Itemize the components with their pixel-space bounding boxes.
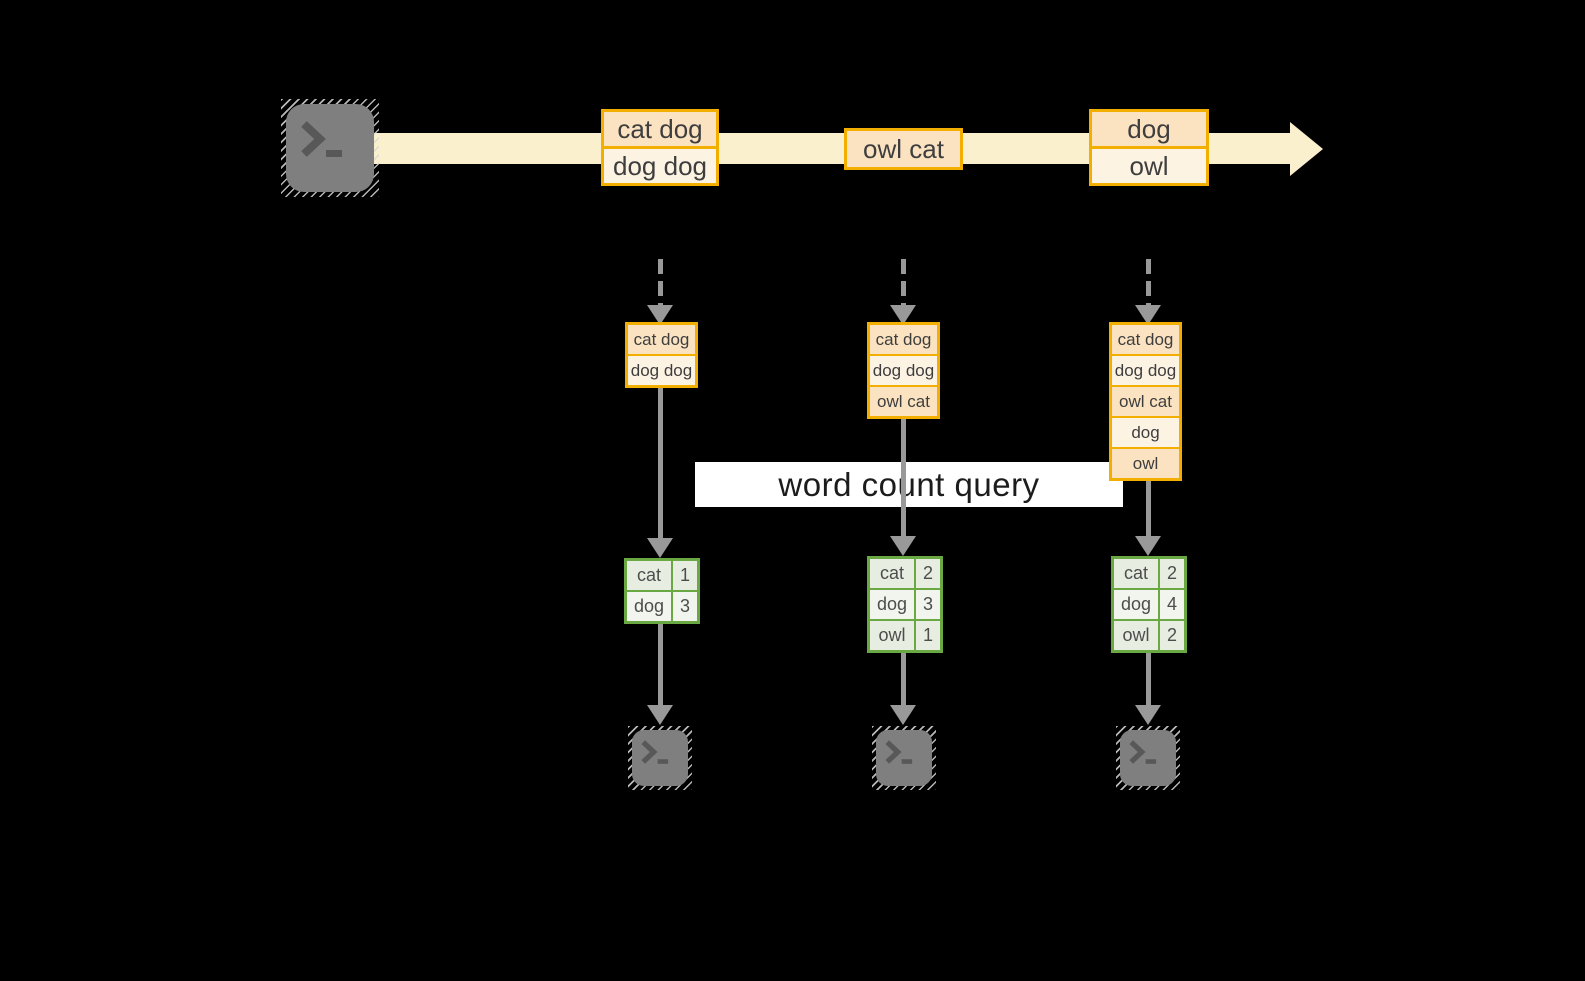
- terminal-screen: [286, 104, 374, 192]
- count-row: cat 2: [870, 559, 940, 588]
- terminal-prompt-icon: [1129, 740, 1157, 764]
- ingest-arrow-line: [658, 259, 663, 305]
- count-word: owl: [1114, 621, 1160, 650]
- query-arrow-line: [901, 419, 906, 536]
- count-value: 1: [922, 625, 933, 645]
- buffer-row: cat dog: [870, 325, 937, 354]
- terminal-prompt-icon: [301, 121, 342, 157]
- count-word: dog: [1114, 590, 1160, 619]
- terminal-screen: [632, 730, 688, 786]
- count-table: cat 1 dog 3: [624, 558, 700, 624]
- count-table: cat 2 dog 3 owl 1: [867, 556, 943, 653]
- ingest-arrowhead-icon: [647, 305, 673, 325]
- count-value: 3: [679, 596, 690, 616]
- count-table: cat 2 dog 4 owl 2: [1111, 556, 1187, 653]
- query-banner: word count query: [695, 462, 1123, 507]
- count-word: cat: [627, 561, 673, 590]
- count-row: dog 3: [870, 588, 940, 619]
- terminal-screen: [876, 730, 932, 786]
- ingest-arrowhead-icon: [890, 305, 916, 325]
- count-row: dog 3: [627, 590, 697, 621]
- event-row: cat dog: [604, 112, 716, 146]
- count-value: 2: [1166, 625, 1177, 645]
- query-arrowhead-icon: [890, 536, 916, 556]
- count-word: cat: [870, 559, 916, 588]
- ingest-arrow-line: [901, 259, 906, 305]
- ingest-arrowhead-icon: [1135, 305, 1161, 325]
- event-box: owl cat: [844, 128, 963, 170]
- event-row: owl cat: [847, 131, 960, 167]
- count-row: cat 1: [627, 561, 697, 590]
- buffer-stack: cat dog dog dog owl cat: [867, 322, 940, 419]
- event-row: owl: [1092, 146, 1206, 183]
- query-arrow-line: [1146, 481, 1151, 536]
- count-word: dog: [627, 592, 673, 621]
- source-terminal-icon: [281, 99, 379, 197]
- buffer-stack: cat dog dog dog: [625, 322, 698, 388]
- buffer-row: cat dog: [1112, 325, 1179, 354]
- count-value: 4: [1166, 594, 1177, 614]
- sink-terminal-icon: [872, 726, 936, 790]
- event-row: dog dog: [604, 146, 716, 183]
- count-value: 1: [679, 565, 690, 585]
- stream-arrowhead-icon: [1290, 122, 1323, 176]
- output-arrowhead-icon: [890, 705, 916, 725]
- terminal-screen: [1120, 730, 1176, 786]
- buffer-row: dog dog: [628, 354, 695, 385]
- event-box: cat dog dog dog: [601, 109, 719, 186]
- terminal-prompt-icon: [641, 740, 669, 764]
- count-row: owl 2: [1114, 619, 1184, 650]
- query-banner-label: word count query: [778, 465, 1040, 503]
- count-word: cat: [1114, 559, 1160, 588]
- buffer-stack: cat dog dog dog owl cat dog owl: [1109, 322, 1182, 481]
- event-box: dog owl: [1089, 109, 1209, 186]
- sink-terminal-icon: [628, 726, 692, 790]
- buffer-row: owl cat: [1112, 385, 1179, 416]
- query-arrow-line: [658, 388, 663, 538]
- buffer-row: owl cat: [870, 385, 937, 416]
- event-row: dog: [1092, 112, 1206, 146]
- sink-terminal-icon: [1116, 726, 1180, 790]
- query-arrowhead-icon: [647, 538, 673, 558]
- terminal-prompt-icon: [885, 740, 913, 764]
- buffer-row: dog: [1112, 416, 1179, 447]
- buffer-row: dog dog: [1112, 354, 1179, 385]
- ingest-arrow-line: [1146, 259, 1151, 305]
- count-row: dog 4: [1114, 588, 1184, 619]
- count-value: 2: [922, 563, 933, 583]
- count-word: owl: [870, 621, 916, 650]
- buffer-row: cat dog: [628, 325, 695, 354]
- count-word: dog: [870, 590, 916, 619]
- output-arrow-line: [658, 624, 663, 705]
- query-arrowhead-icon: [1135, 536, 1161, 556]
- count-row: owl 1: [870, 619, 940, 650]
- output-arrowhead-icon: [1135, 705, 1161, 725]
- buffer-row: owl: [1112, 447, 1179, 478]
- buffer-row: dog dog: [870, 354, 937, 385]
- output-arrowhead-icon: [647, 705, 673, 725]
- count-value: 2: [1166, 563, 1177, 583]
- count-value: 3: [922, 594, 933, 614]
- output-arrow-line: [901, 653, 906, 705]
- count-row: cat 2: [1114, 559, 1184, 588]
- output-arrow-line: [1146, 653, 1151, 705]
